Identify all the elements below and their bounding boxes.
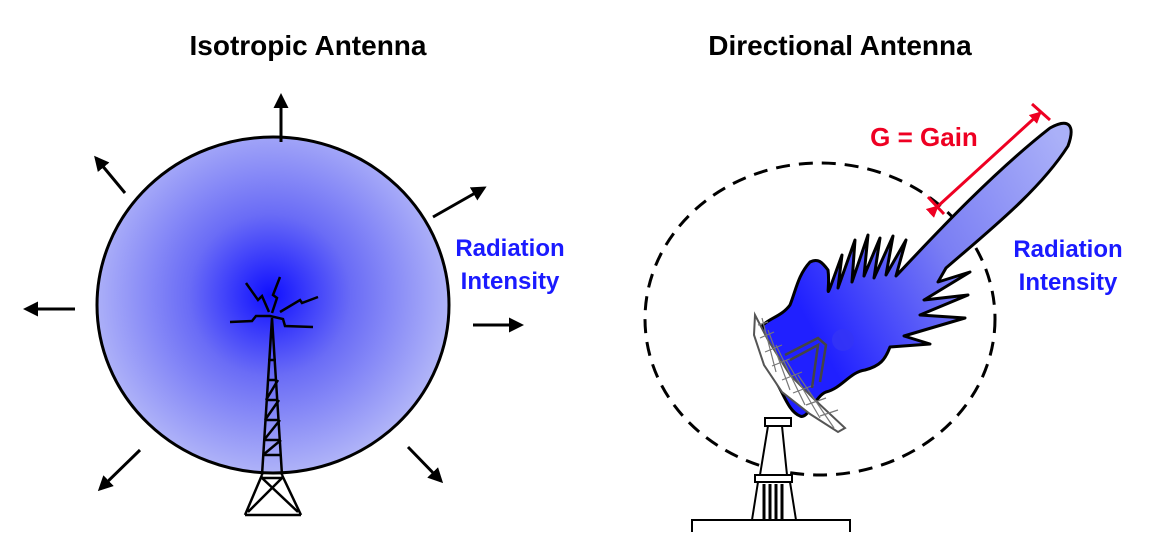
arrow-upper-left-icon [94,155,127,194]
arrow-lower-right-icon [406,445,444,484]
radiation-arrows [23,93,524,492]
phase-center-dot [832,329,854,351]
arrow-upper-right-icon [432,186,487,219]
gain-dimension-line [925,102,1051,218]
isotropic-reference-circle [643,161,997,477]
isotropic-radiation-sphere [95,135,451,475]
dish-pedestal-icon [691,417,851,532]
directional-label-line2: Intensity [1019,269,1118,296]
isotropic-label-line1: Radiation [455,235,564,262]
radio-tower-icon [229,276,319,517]
gain-label: G = Gain [870,122,978,152]
satellite-dish-icon [752,311,847,434]
isotropic-title: Isotropic Antenna [190,30,427,61]
isotropic-label-line2: Intensity [461,268,560,295]
arrow-lower-left-icon [97,448,142,492]
directional-label-line1: Radiation [1013,236,1122,263]
directional-title: Directional Antenna [708,30,972,61]
